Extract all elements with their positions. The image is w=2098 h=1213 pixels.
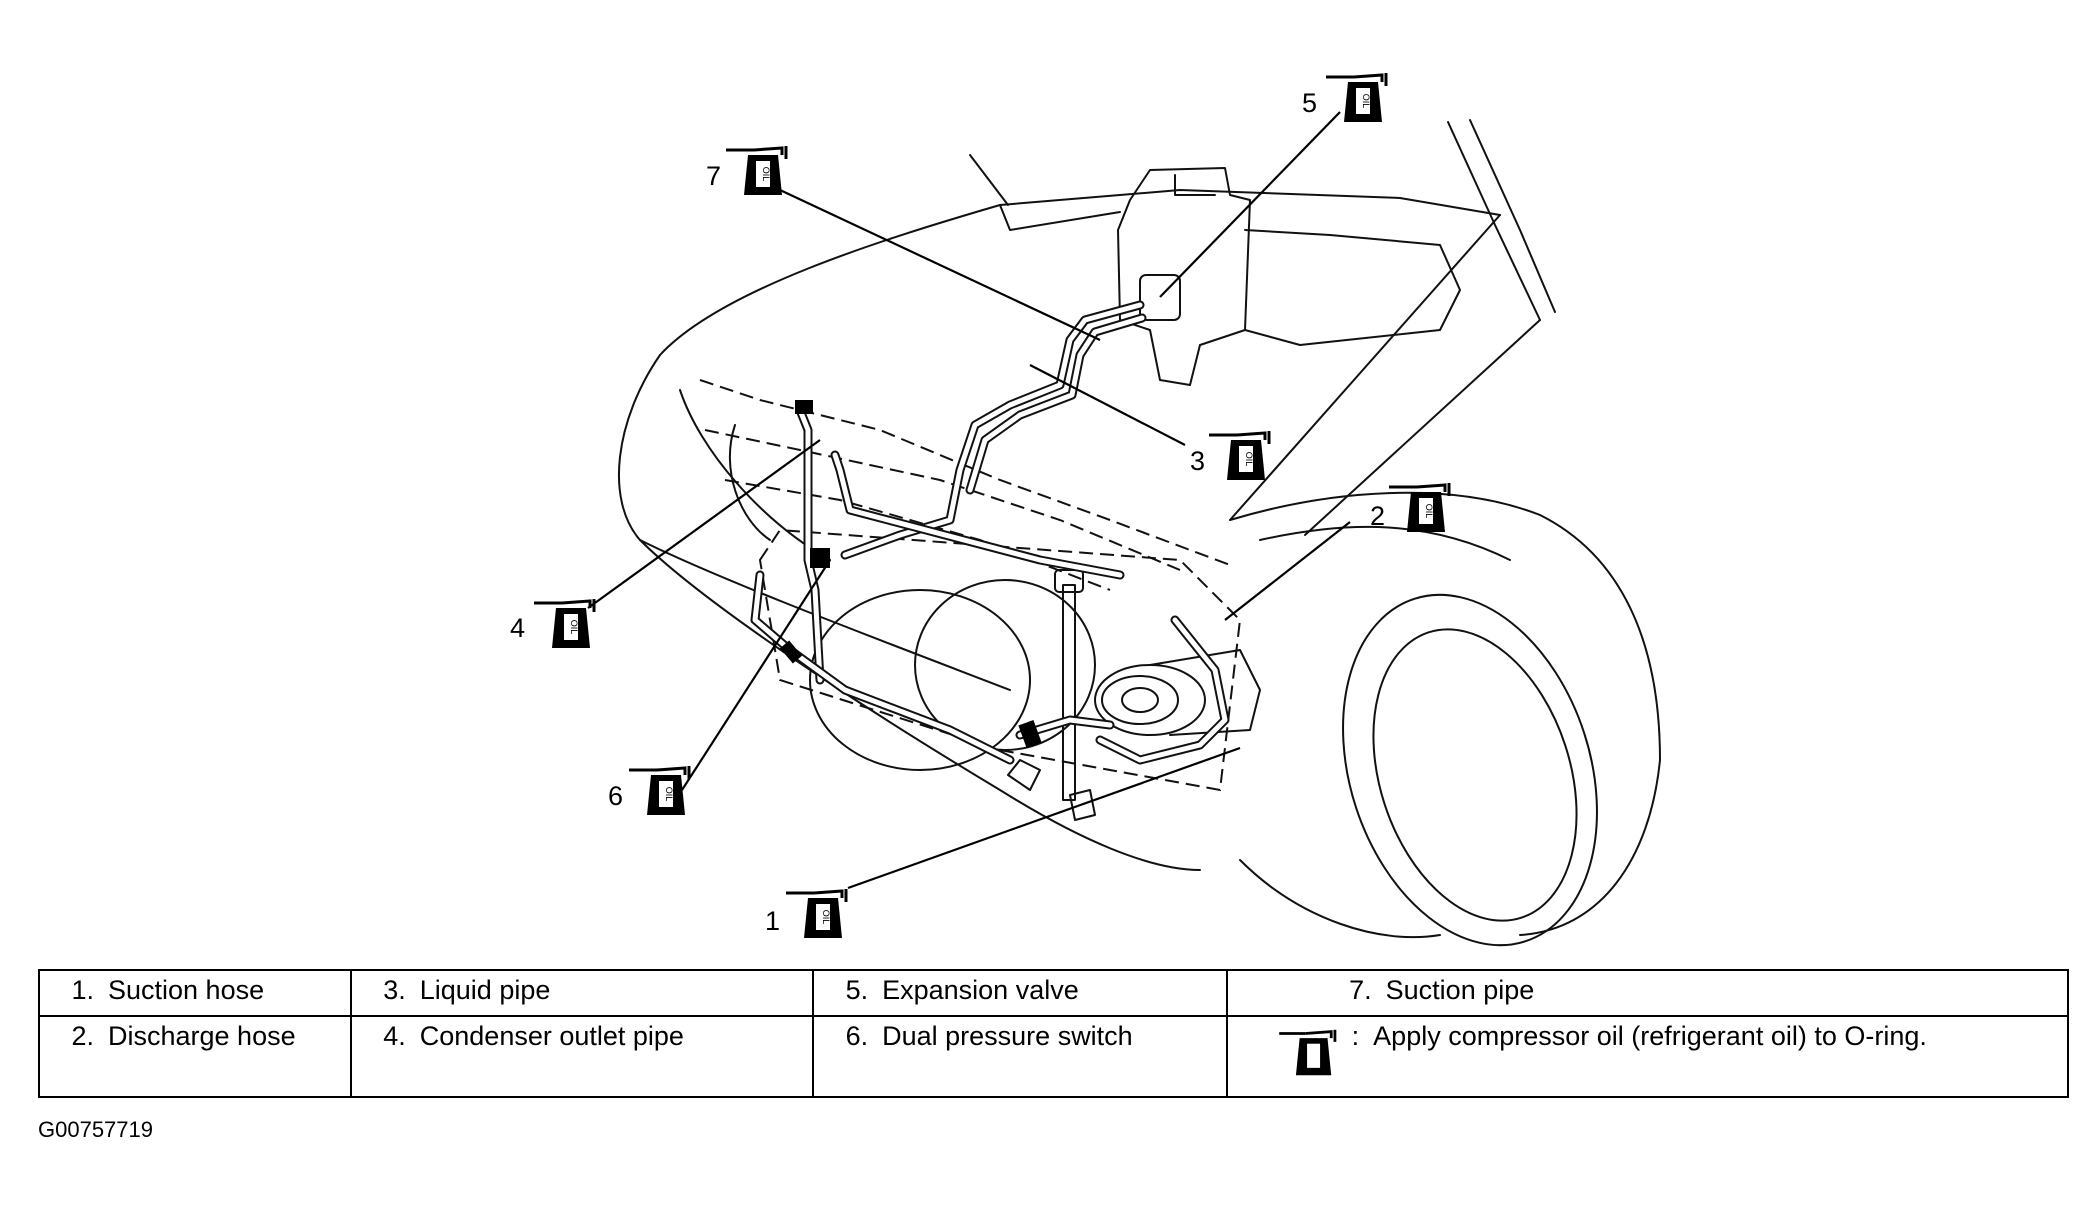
oil-can-icon: [784, 887, 848, 940]
oil-can-icon: [1324, 71, 1388, 124]
callout-number: 1: [765, 906, 780, 936]
callout-number: 4: [510, 613, 525, 643]
legend-item: 2.Discharge hose: [38, 1015, 352, 1098]
callout-number: 2: [1370, 501, 1385, 531]
legend-item: 4.Condenser outlet pipe: [349, 1015, 815, 1098]
oil-can-icon: [627, 764, 691, 817]
legend-note: :Apply compressor oil (refrigerant oil) …: [1225, 1015, 2070, 1098]
legend-row: 2.Discharge hose 4.Condenser outlet pipe…: [38, 1015, 2070, 1098]
oil-can-icon: [1387, 481, 1451, 534]
callout-number: 7: [706, 161, 721, 191]
callout-5: 5: [1302, 71, 1388, 124]
ac-system-diagram: OIL: [510, 71, 1661, 947]
callout-number: 6: [608, 781, 623, 811]
oil-can-icon: [1278, 1029, 1336, 1076]
callout-number: 3: [1190, 446, 1205, 476]
oil-can-icon: [532, 597, 596, 650]
oil-can-icon: [724, 144, 788, 197]
leader-lines: [587, 111, 1351, 890]
callout-7: 7: [706, 144, 788, 197]
callout-6: 6: [608, 764, 691, 817]
callout-3: 3: [1190, 429, 1271, 482]
legend-item: 3.Liquid pipe: [349, 969, 815, 1017]
legend-item: 7.Suction pipe: [1225, 969, 2070, 1017]
legend-item: 5.Expansion valve: [812, 969, 1228, 1017]
callout-2: 2: [1370, 481, 1451, 534]
callout-1: 1: [765, 887, 848, 940]
legend-table: 1.Suction hose 3.Liquid pipe 5.Expansion…: [38, 969, 2070, 1098]
legend-item: 6.Dual pressure switch: [812, 1015, 1228, 1098]
legend-row: 1.Suction hose 3.Liquid pipe 5.Expansion…: [38, 969, 2070, 1017]
legend-item: 1.Suction hose: [38, 969, 352, 1017]
oil-can-icon: [1207, 429, 1271, 482]
vehicle-body: [617, 119, 1661, 947]
callout-4: 4: [510, 597, 596, 650]
callout-number: 5: [1302, 88, 1317, 118]
figure-id: G00757719: [38, 1117, 153, 1142]
